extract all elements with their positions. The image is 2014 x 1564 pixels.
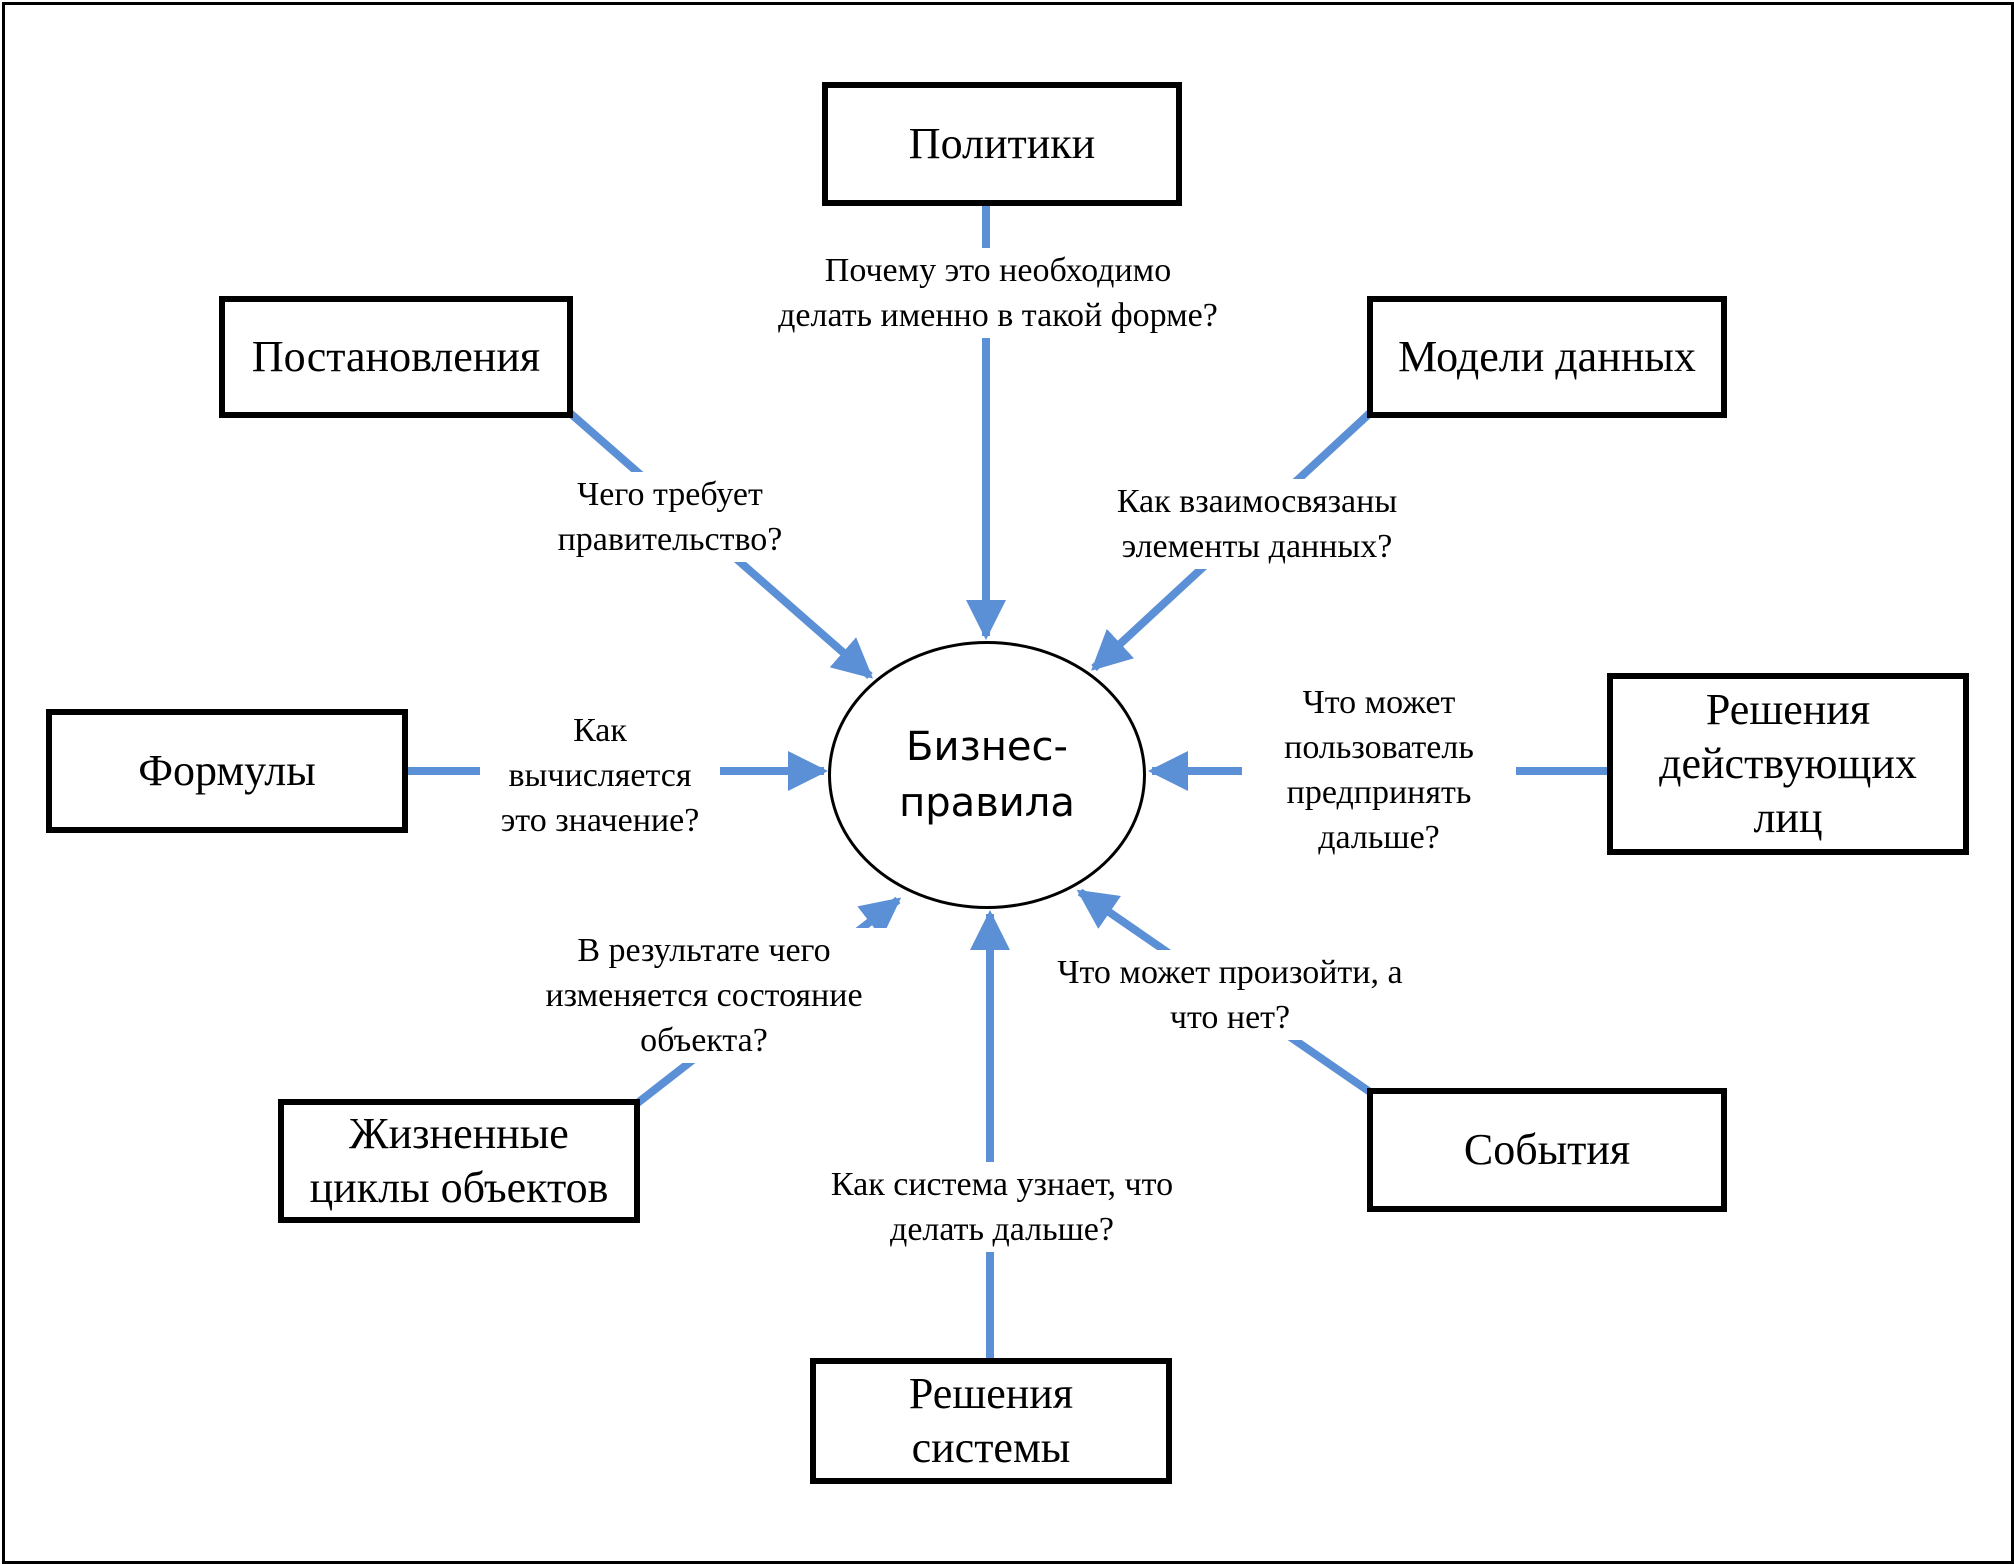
question-object-lifecycles: В результате чего изменяется состояние о… bbox=[512, 928, 896, 1063]
question-data-models-line-1: Как взаимосвязаны bbox=[1116, 483, 1398, 520]
question-object-lifecycles-line-3: объекта? bbox=[640, 1022, 768, 1059]
box-object-lifecycles-line-2: циклы объектов bbox=[309, 1163, 609, 1212]
question-actor-decisions: Что может пользователь предпринять дальш… bbox=[1242, 680, 1516, 860]
box-formulas: Формулы bbox=[46, 709, 408, 833]
box-system-decisions: Решения системы bbox=[810, 1358, 1172, 1484]
box-events: События bbox=[1367, 1088, 1727, 1212]
question-regulations-line-1: Чего требует bbox=[577, 476, 763, 513]
question-actor-decisions-line-4: дальше? bbox=[1318, 819, 1440, 856]
box-formulas-label: Формулы bbox=[138, 746, 316, 796]
question-formulas-line-3: это значение? bbox=[500, 802, 700, 839]
question-regulations-line-2: правительство? bbox=[557, 521, 783, 558]
question-events-line-2: что нет? bbox=[1169, 999, 1291, 1036]
question-policies: Почему это необходимо делать именно в та… bbox=[748, 248, 1248, 338]
box-actor-decisions: Решения действующих лиц bbox=[1607, 673, 1969, 855]
question-events-line-1: Что может произойти, а bbox=[1057, 954, 1403, 991]
box-actor-decisions-line-2: действующих bbox=[1659, 739, 1917, 789]
box-regulations: Постановления bbox=[219, 296, 573, 418]
question-actor-decisions-line-2: пользователь bbox=[1284, 729, 1474, 766]
box-actor-decisions-line-3: лиц bbox=[1753, 792, 1823, 842]
question-object-lifecycles-line-2: изменяется состояние bbox=[545, 977, 863, 1014]
box-policies: Политики bbox=[822, 82, 1182, 206]
question-actor-decisions-line-3: предпринять bbox=[1286, 774, 1472, 811]
question-data-models: Как взаимосвязаны элементы данных? bbox=[1090, 479, 1424, 569]
box-data-models-label: Модели данных bbox=[1398, 332, 1696, 382]
question-policies-line-2: делать именно в такой форме? bbox=[778, 297, 1218, 334]
question-data-models-line-2: элементы данных? bbox=[1121, 528, 1393, 565]
center-line-1: Бизнес- bbox=[906, 724, 1068, 770]
box-system-decisions-line-2: системы bbox=[911, 1423, 1071, 1472]
box-events-label: События bbox=[1463, 1125, 1631, 1175]
question-system-decisions-line-1: Как система узнает, что bbox=[830, 1166, 1174, 1203]
question-formulas-line-1: Как bbox=[573, 712, 627, 749]
business-rules-node: Бизнес- правила bbox=[828, 641, 1146, 909]
question-regulations: Чего требует правительство? bbox=[528, 472, 812, 562]
question-system-decisions-line-2: делать дальше? bbox=[890, 1211, 1114, 1248]
box-object-lifecycles-line-1: Жизненные bbox=[349, 1109, 569, 1159]
question-events: Что может произойти, а что нет? bbox=[1030, 950, 1430, 1040]
box-regulations-label: Постановления bbox=[251, 332, 541, 382]
question-formulas-line-2: вычисляется bbox=[508, 757, 692, 794]
box-system-decisions-line-1: Решения bbox=[908, 1369, 1074, 1419]
question-policies-line-1: Почему это необходимо bbox=[824, 252, 1172, 289]
question-actor-decisions-line-1: Что может bbox=[1302, 684, 1456, 721]
box-policies-label: Политики bbox=[908, 119, 1096, 169]
box-object-lifecycles: Жизненные циклы объектов bbox=[278, 1099, 640, 1223]
question-system-decisions: Как система узнает, что делать дальше? bbox=[800, 1162, 1204, 1252]
box-actor-decisions-line-1: Решения bbox=[1705, 685, 1871, 735]
question-object-lifecycles-line-1: В результате чего bbox=[577, 932, 831, 969]
center-line-2: правила bbox=[899, 780, 1075, 826]
question-formulas: Как вычисляется это значение? bbox=[480, 708, 720, 843]
box-data-models: Модели данных bbox=[1367, 296, 1727, 418]
